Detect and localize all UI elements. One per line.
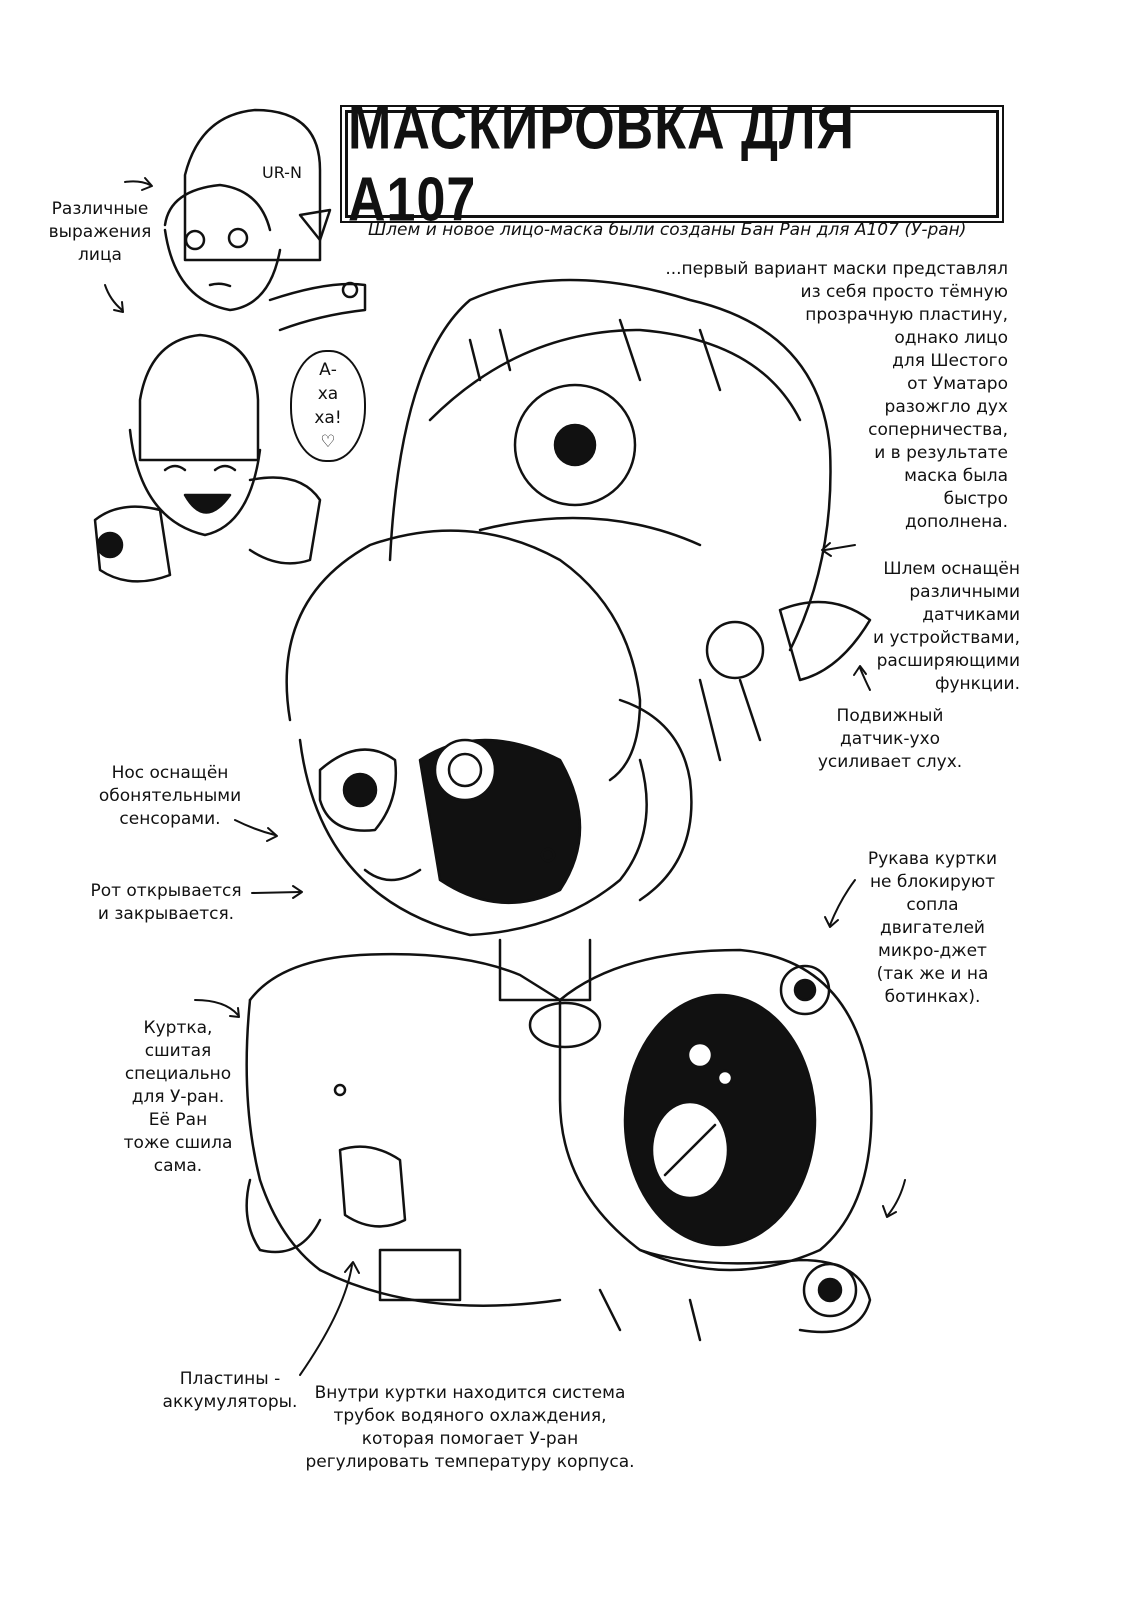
- note-ear-sensor: Подвижный датчик-ухо усиливает слух.: [817, 706, 963, 772]
- big-face: [285, 529, 693, 937]
- note-cooling: Внутри куртки находится система трубок в…: [305, 1383, 635, 1472]
- torso: [245, 938, 602, 1307]
- note-mask-story: ...первый вариант маски представлял из с…: [665, 259, 1008, 532]
- note-expressions: Различные выражения лица: [48, 199, 152, 265]
- title-box: МАСКИРОВКА ДЛЯ А107: [345, 93, 999, 235]
- subtitle: Шлем и новое лицо-маска были созданы Бан…: [368, 220, 967, 240]
- speech-bubble: А- ха ха! ♡: [290, 350, 366, 462]
- small-head-serious: UR-N: [163, 108, 367, 332]
- small-head-laughing: [93, 333, 322, 583]
- big-helmet: [388, 278, 872, 762]
- note-nose: Нос оснащён обонятельными сенсорами.: [98, 763, 242, 829]
- annotation-arrows: [104, 177, 906, 1376]
- note-helmet: Шлем оснащён различными датчиками и устр…: [873, 559, 1020, 694]
- note-mouth: Рот открывается и закрывается.: [90, 881, 242, 924]
- note-batteries: Пластины - аккумуляторы.: [162, 1369, 298, 1412]
- note-jacket: Куртка, сшитая специально для У-ран. Её …: [123, 1018, 233, 1176]
- note-sleeves: Рукава куртки не блокируют сопла двигате…: [867, 849, 998, 1007]
- helmet-label: UR-N: [262, 163, 302, 182]
- page-title: МАСКИРОВКА ДЛЯ А107: [348, 93, 855, 235]
- arm-jet: [558, 948, 873, 1342]
